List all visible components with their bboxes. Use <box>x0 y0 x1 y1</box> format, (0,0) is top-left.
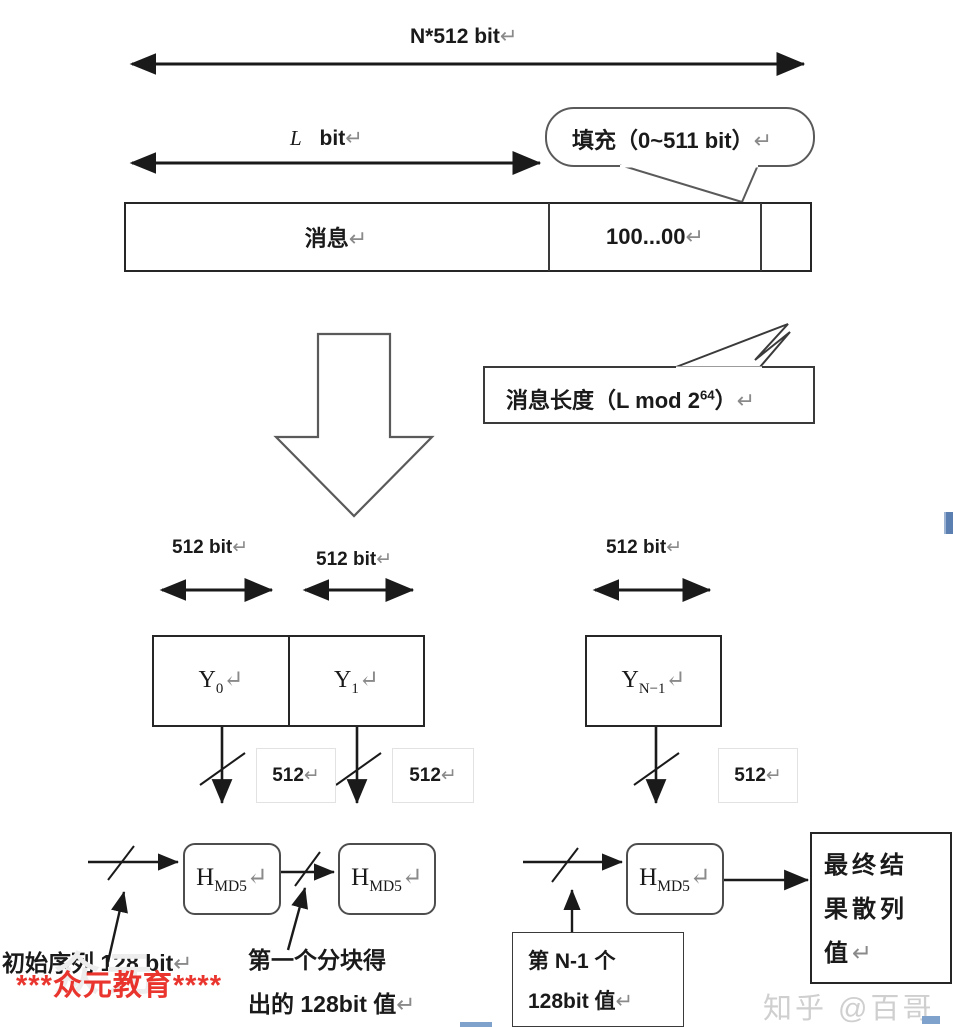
hash-box-0 <box>183 843 281 915</box>
bus-arrow-blockN <box>633 727 680 805</box>
label-block1-bits: 512 bit↵ <box>316 549 393 570</box>
watermark-ghost-logo: 众元 <box>54 948 158 1000</box>
message-bar-divider-2 <box>760 203 762 271</box>
block-yn <box>585 635 722 727</box>
big-down-arrow <box>273 332 435 518</box>
message-cell-message: 消息↵ <box>304 226 368 251</box>
block-y1-label: Y1↵ <box>334 666 379 697</box>
scrollbar-fragment-bottom[interactable] <box>460 1022 492 1027</box>
final-label-line1: 最终结 <box>824 852 908 879</box>
bus-label-blockN: 512↵ <box>718 748 798 803</box>
final-hash-box <box>810 832 952 984</box>
note-n-line2: 128bit 值↵ <box>528 990 634 1013</box>
note-init-sequence: 初始序列 128 bit↵ <box>2 950 193 976</box>
hash-box-1-label: HMD5↵ <box>351 864 423 895</box>
hash-box-n-label: HMD5↵ <box>639 864 711 895</box>
note-n-line1: 第 N-1 个 <box>528 950 616 973</box>
label-block0-bits: 512 bit↵ <box>172 537 249 558</box>
bus-arrow-block0 <box>199 727 246 805</box>
hash-box-0-label: HMD5↵ <box>196 864 268 895</box>
message-cell-length <box>762 202 812 272</box>
note-box-n-minus-1 <box>512 932 684 1027</box>
input-line-hn <box>523 847 623 944</box>
block-yn-label: YN−1↵ <box>621 666 686 697</box>
watermark-zhihu: 知乎 @百哥 <box>763 993 935 1025</box>
note-first-block-line1: 第一个分块得 <box>248 947 386 973</box>
message-cell-padding: 100...00↵ <box>606 224 704 249</box>
final-hash-box-label: 最终结 果散列 值↵ <box>824 844 952 984</box>
message-bar <box>124 202 812 272</box>
callout-padding-label: 填充（0~511 bit）↵ <box>572 128 773 153</box>
label-blockN-bits: 512 bit↵ <box>606 537 683 558</box>
watermark-red: ***众元教育**** <box>16 970 222 1002</box>
bus-label-block0: 512↵ <box>256 748 336 803</box>
bus-label-block1: 512↵ <box>392 748 474 803</box>
scrollbar-fragment-right[interactable] <box>944 512 953 534</box>
note-box-n-minus-1-label: 第 N-1 个 128bit 值↵ <box>528 942 688 1022</box>
hash-box-1 <box>338 843 436 915</box>
note-first-block: 第一个分块得 出的 128bit 值↵ <box>248 938 468 1026</box>
callout-length-label: 消息长度（L mod 264）↵ <box>506 387 756 413</box>
final-label-line3: 值↵ <box>824 940 877 967</box>
message-bar-divider-1 <box>548 203 550 271</box>
note-first-block-line2: 出的 128bit 值↵ <box>248 991 416 1017</box>
block-y1 <box>288 635 425 727</box>
label-L-bits: L bit↵ <box>290 126 363 150</box>
hash-box-n <box>626 843 724 915</box>
bus-arrow-block1 <box>335 727 382 805</box>
label-total-bits: N*512 bit↵ <box>410 25 518 48</box>
link-h0-h1 <box>281 851 335 951</box>
final-label-line2: 果散列 <box>824 896 908 923</box>
block-y0-label: Y0↵ <box>198 666 244 697</box>
scrollbar-fragment-bottom-right[interactable] <box>922 1016 940 1024</box>
